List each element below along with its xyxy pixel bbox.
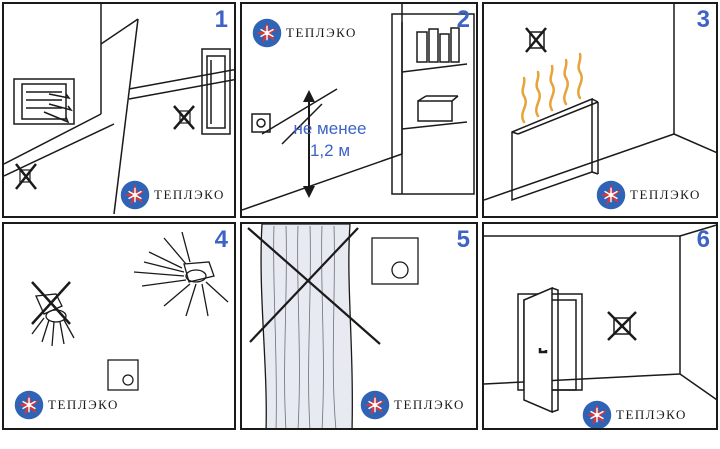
brand-name: ТЕПЛЭКО bbox=[394, 397, 465, 412]
panel-1-illustration bbox=[4, 4, 234, 215]
snowflake-flame-logo-icon bbox=[596, 180, 626, 210]
snowflake-flame-logo-icon bbox=[252, 18, 282, 48]
brand-name: ТЕПЛЭКО bbox=[154, 187, 225, 202]
snowflake-flame-logo-icon bbox=[582, 400, 612, 430]
brand-name: ТЕПЛЭКО bbox=[630, 187, 701, 202]
brand-name: ТЕПЛЭКО bbox=[286, 25, 357, 40]
brand-name: ТЕПЛЭКО bbox=[48, 397, 119, 412]
panel-4: 4 ТЕПЛЭКО bbox=[2, 222, 236, 430]
panel-number: 1 bbox=[214, 6, 228, 33]
panel-number: 2 bbox=[456, 6, 470, 33]
snowflake-flame-logo-icon bbox=[360, 390, 390, 420]
brand-logo: ТЕПЛЭКО bbox=[14, 390, 119, 420]
panel-number: 3 bbox=[696, 6, 710, 33]
brand-logo: ТЕПЛЭКО bbox=[360, 390, 465, 420]
panel-4-illustration bbox=[31, 231, 229, 391]
panel-2: 2 ТЕПЛЭКО не менее 1,2 м bbox=[240, 2, 478, 218]
panel-number: 4 bbox=[214, 226, 228, 253]
panel-5: 5 ТЕПЛЭКО bbox=[240, 222, 478, 430]
brand-name: ТЕПЛЭКО bbox=[616, 407, 687, 422]
brand-logo: ТЕПЛЭКО bbox=[120, 180, 225, 210]
panel-1: 1 ТЕПЛЭКО bbox=[2, 2, 236, 218]
panel-5-illustration bbox=[247, 224, 419, 428]
panel-6-illustration bbox=[484, 224, 716, 414]
distance-label: не менее 1,2 м bbox=[270, 118, 390, 162]
panel-3: 3 ТЕПЛЭКО bbox=[482, 2, 718, 218]
brand-logo: ТЕПЛЭКО bbox=[596, 180, 701, 210]
brand-logo: ТЕПЛЭКО bbox=[252, 18, 357, 48]
distance-line-1: не менее bbox=[293, 119, 367, 138]
brand-logo: ТЕПЛЭКО bbox=[582, 400, 687, 430]
snowflake-flame-logo-icon bbox=[120, 180, 150, 210]
panel-number: 6 bbox=[696, 226, 710, 253]
panel-2-illustration bbox=[242, 4, 475, 211]
panel-3-illustration bbox=[484, 4, 716, 202]
snowflake-flame-logo-icon bbox=[14, 390, 44, 420]
distance-line-2: 1,2 м bbox=[309, 141, 351, 160]
panel-6: 6 ТЕПЛЭКО bbox=[482, 222, 718, 430]
panel-number: 5 bbox=[456, 226, 470, 253]
